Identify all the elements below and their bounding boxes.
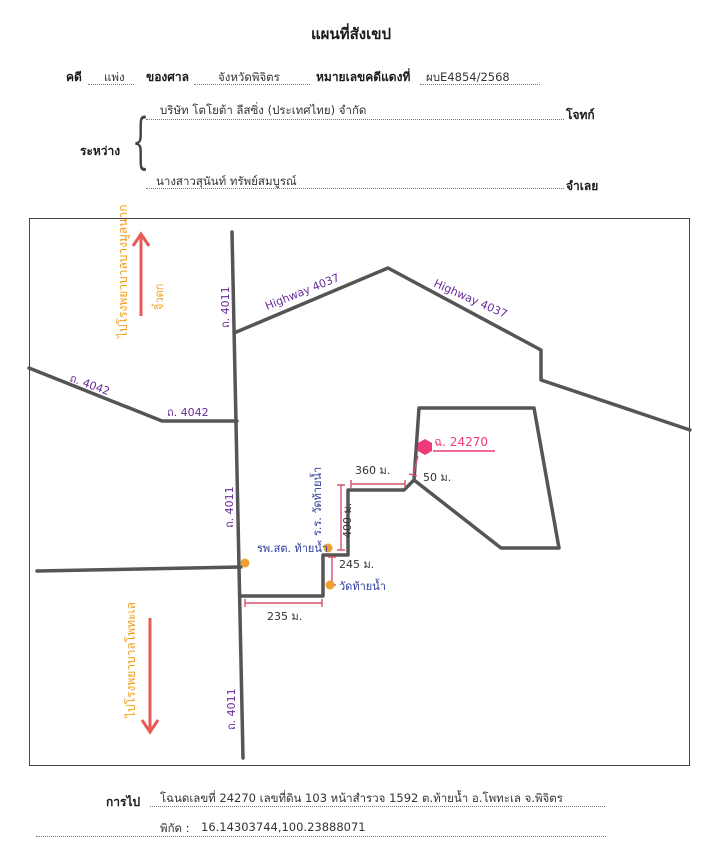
defendant-name: นางสาวสุนันท์ ทรัพย์สมบูรณ์ — [156, 174, 297, 188]
road-4011-label-mid: ถ. 4011 — [223, 486, 236, 528]
court-label: ของศาล — [146, 70, 189, 84]
sketch-map: ไปโรงพยาบาลบางมูลนาก จิ๋วดก ไปโรงพยาบาลโ… — [26, 204, 692, 766]
red-number: ผบE4854/2568 — [426, 70, 510, 84]
left-road — [34, 564, 243, 573]
to-north-label: ไปโรงพยาบาลบางมูลนาก — [116, 204, 131, 338]
brace-icon: { — [132, 106, 150, 176]
plaintiff-role: โจทก์ — [566, 108, 595, 122]
dim-235-line — [243, 598, 323, 607]
coords-dotline — [36, 836, 606, 837]
school-marker-icon — [323, 543, 332, 552]
road-4011 — [229, 229, 245, 760]
dim-400-line — [336, 483, 345, 551]
dim-245-label: 245 ม. — [339, 558, 374, 571]
access-road — [238, 477, 416, 598]
map-canvas: ไปโรงพยาบาลบางมูลนาก จิ๋วดก ไปโรงพยาบาลโ… — [26, 204, 692, 760]
parcel-boundary — [411, 405, 561, 550]
dim-50-label: 50 ม. — [423, 471, 451, 484]
road-4042 — [26, 365, 239, 423]
road-4042-label-right: ถ. 4042 — [167, 406, 209, 419]
red-number-dotline — [420, 84, 540, 85]
plaintiff-dotline — [146, 119, 564, 120]
dim-360-label: 360 ม. — [355, 464, 390, 477]
page-title: แผนที่สังเขป — [311, 25, 391, 43]
case-type: แพ่ง — [104, 70, 125, 84]
health-center-marker-icon — [240, 558, 249, 567]
health-center-label: รพ.สต. ท้ายน้ำ — [257, 540, 328, 555]
target-parcel-marker-icon — [417, 438, 432, 455]
highway-4037 — [231, 265, 692, 432]
red-number-label: หมายเลขคดีแดงที่ — [316, 70, 411, 84]
coords-label: พิกัด : — [160, 821, 190, 835]
route-text: โฉนดเลขที่ 24270 เลขที่ดิน 103 หน้าสำรวจ… — [160, 791, 563, 805]
temple-marker-icon — [325, 580, 334, 589]
coords-value: 16.14303744,100.23888071 — [201, 820, 366, 834]
between-label: ระหว่าง — [80, 144, 121, 158]
dim-400-label: 400 ม. — [341, 502, 354, 537]
road-4011-label-bottom: ถ. 4011 — [225, 688, 238, 730]
court-name: จังหวัดพิจิตร — [218, 70, 280, 84]
defendant-role: จำเลย — [566, 179, 599, 193]
defendant-dotline — [146, 188, 564, 189]
dim-360-line — [349, 479, 406, 488]
school-label: ร.ร. วัดท้ายน้ำ — [309, 466, 324, 535]
dim-235-label: 235 ม. — [267, 610, 302, 623]
road-4011-label-top: ถ. 4011 — [219, 286, 232, 328]
case-label: คดี — [66, 70, 82, 84]
south-arrow-icon — [140, 617, 159, 735]
target-parcel-label: ฉ. 24270 — [434, 435, 488, 449]
north-arrow-icon — [131, 230, 150, 316]
route-label: การไป — [106, 795, 141, 809]
to-north-sublabel: จิ๋วดก — [150, 283, 166, 310]
plaintiff-name: บริษัท โตโยต้า ลีสซิ่ง (ประเทศไทย) จำกัด — [160, 103, 367, 117]
route-dotline — [150, 806, 605, 807]
court-dotline — [194, 84, 310, 85]
case-type-dotline — [88, 84, 134, 85]
to-south-label: ไปโรงพยาบาลโพทะเล — [124, 602, 138, 719]
temple-label: วัดท้ายน้ำ — [339, 578, 386, 593]
dim-50-line — [408, 455, 419, 477]
